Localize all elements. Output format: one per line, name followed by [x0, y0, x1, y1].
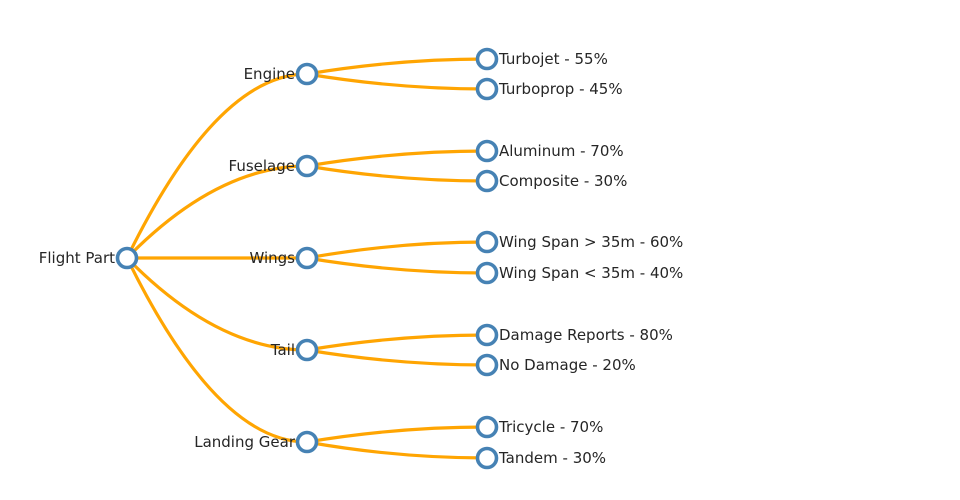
node-label: Landing Gear — [194, 433, 296, 451]
node-label: Engine — [244, 65, 295, 83]
node-tail: Tail — [270, 338, 319, 362]
node-label: Damage Reports - 80% — [499, 326, 673, 344]
link-tail-damage-reports — [305, 333, 489, 352]
link-flight-part-fuselage — [125, 164, 309, 260]
node-circle[interactable] — [475, 415, 499, 439]
node-turbojet: Turbojet - 55% — [475, 47, 608, 71]
link-landing-gear-tricycle — [305, 425, 489, 444]
node-circle[interactable] — [295, 62, 319, 86]
node-wing-span-gt: Wing Span > 35m - 60% — [475, 230, 683, 254]
node-label: Tricycle - 70% — [498, 418, 603, 436]
node-circle[interactable] — [475, 446, 499, 470]
node-label: Aluminum - 70% — [499, 142, 624, 160]
link-flight-part-tail — [125, 256, 309, 352]
node-circle[interactable] — [475, 47, 499, 71]
node-circle[interactable] — [475, 139, 499, 163]
node-label: Wings — [249, 249, 295, 267]
node-circle[interactable] — [475, 169, 499, 193]
node-tricycle: Tricycle - 70% — [475, 415, 603, 439]
node-circle[interactable] — [475, 230, 499, 254]
node-landing-gear: Landing Gear — [194, 430, 319, 454]
node-no-damage: No Damage - 20% — [475, 353, 636, 377]
node-circle[interactable] — [475, 261, 499, 285]
node-label: Wing Span > 35m - 60% — [499, 233, 683, 251]
node-circle[interactable] — [295, 154, 319, 178]
node-wings: Wings — [249, 246, 319, 270]
link-wings-span-lt — [305, 256, 489, 275]
link-flight-part-landing-gear — [125, 256, 309, 444]
node-label: Fuselage — [229, 157, 295, 175]
node-label: Flight Part — [39, 249, 115, 267]
link-tail-no-damage — [305, 348, 489, 367]
node-fuselage: Fuselage — [229, 154, 319, 178]
node-label: Tandem - 30% — [498, 449, 606, 467]
node-engine: Engine — [244, 62, 319, 86]
link-fuselage-aluminum — [305, 149, 489, 168]
link-landing-gear-tandem — [305, 440, 489, 460]
link-wings-span-gt — [305, 240, 489, 260]
node-composite: Composite - 30% — [475, 169, 627, 193]
link-engine-turbojet — [305, 57, 489, 76]
tree-nodes: Flight Part Engine Fuselage Wings Tail — [39, 47, 683, 470]
node-label: Wing Span < 35m - 40% — [499, 264, 683, 282]
node-label: No Damage - 20% — [499, 356, 636, 374]
node-circle[interactable] — [475, 353, 499, 377]
node-flight-part: Flight Part — [39, 246, 139, 270]
node-circle[interactable] — [475, 323, 499, 347]
node-circle[interactable] — [295, 246, 319, 270]
node-aluminum: Aluminum - 70% — [475, 139, 624, 163]
node-circle[interactable] — [295, 338, 319, 362]
node-wing-span-lt: Wing Span < 35m - 40% — [475, 261, 683, 285]
link-flight-part-engine — [125, 72, 309, 260]
node-label: Tail — [270, 341, 295, 359]
node-circle[interactable] — [295, 430, 319, 454]
node-turboprop: Turboprop - 45% — [475, 77, 623, 101]
node-damage-reports: Damage Reports - 80% — [475, 323, 673, 347]
tree-links — [125, 57, 489, 460]
node-tandem: Tandem - 30% — [475, 446, 606, 470]
link-engine-turboprop — [305, 72, 489, 91]
node-label: Composite - 30% — [499, 172, 627, 190]
link-fuselage-composite — [305, 164, 489, 183]
node-label: Turboprop - 45% — [498, 80, 623, 98]
node-circle[interactable] — [115, 246, 139, 270]
node-label: Turbojet - 55% — [498, 50, 608, 68]
node-circle[interactable] — [475, 77, 499, 101]
